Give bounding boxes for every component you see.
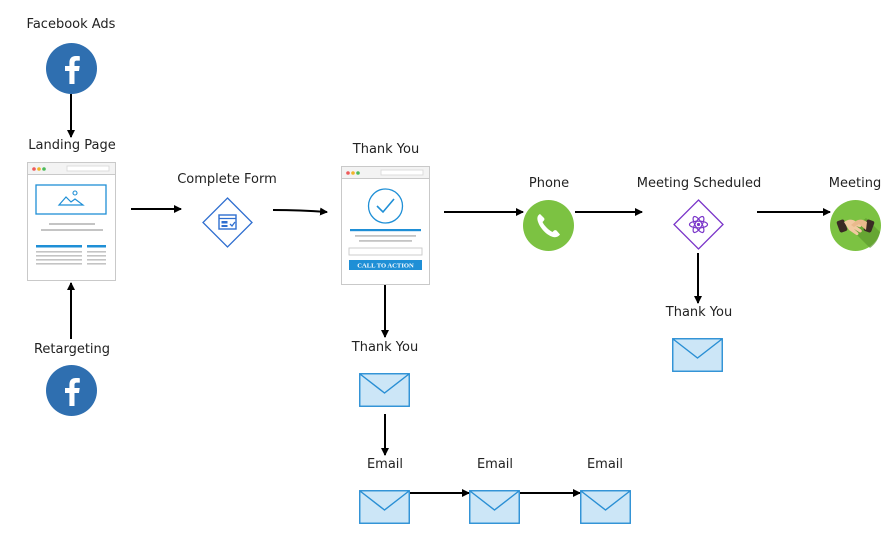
facebook-ads-label: Facebook Ads [26, 17, 116, 32]
meeting-label: Meeting [828, 176, 882, 191]
thank-you-email-label: Thank You [665, 305, 733, 320]
arrow-form-to-thankyou [272, 207, 328, 216]
email-icon[interactable] [359, 373, 410, 411]
complete-form-label: Complete Form [177, 172, 277, 187]
thank-you-page-icon[interactable]: CALL TO ACTION [341, 166, 430, 289]
email-icon[interactable] [580, 490, 631, 528]
facebook-icon[interactable] [46, 43, 97, 98]
landing-page-icon[interactable] [27, 162, 116, 285]
facebook-icon[interactable] [46, 365, 97, 420]
call-to-action-text: CALL TO ACTION [357, 263, 414, 270]
phone-label: Phone [528, 176, 570, 191]
phone-icon[interactable] [523, 200, 574, 255]
email-icon[interactable] [672, 338, 723, 376]
email-label: Email [476, 457, 514, 472]
thank-you-email-label: Thank You [351, 340, 419, 355]
retargeting-label: Retargeting [33, 342, 111, 357]
landing-page-label: Landing Page [28, 138, 116, 153]
meeting-scheduled-label: Meeting Scheduled [636, 176, 762, 191]
handshake-icon[interactable] [830, 200, 881, 255]
email-label: Email [586, 457, 624, 472]
email-icon[interactable] [359, 490, 410, 528]
thank-you-page-label: Thank You [352, 142, 420, 157]
form-icon[interactable] [202, 197, 253, 252]
email-label: Email [366, 457, 404, 472]
atom-icon[interactable] [673, 199, 724, 254]
email-icon[interactable] [469, 490, 520, 528]
